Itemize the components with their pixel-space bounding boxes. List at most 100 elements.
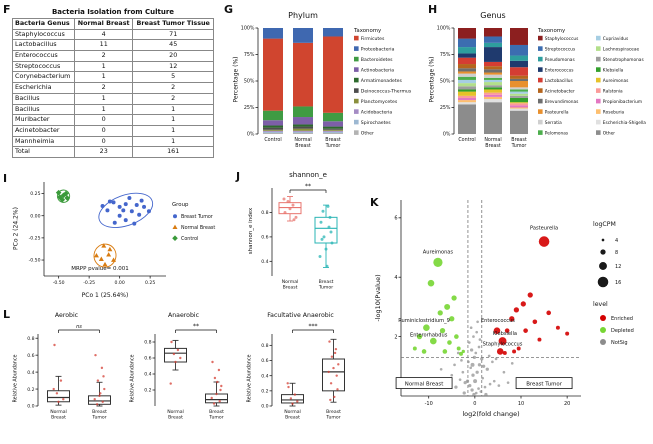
bar-segment [510,44,528,56]
bar-segment [458,83,476,87]
jitter-point [59,379,63,382]
legend-title: level [593,301,608,308]
svg-text:Staphylococcus: Staphylococcus [545,36,579,42]
significance-label: *** [309,323,318,330]
box [205,393,228,404]
svg-text:Roseburia: Roseburia [603,110,625,116]
jitter-point [95,403,99,406]
jitter-point [172,352,176,356]
jitter-point [329,398,332,402]
bar-segment [323,131,343,133]
volcano-point-notsig [510,362,514,365]
volcano-point-notsig [502,370,506,374]
svg-text:75%: 75% [440,52,451,58]
jitter-point [335,374,338,377]
bar-segment [263,125,283,128]
jitter-point [210,396,213,400]
jitter-point [288,207,292,211]
volcano-point-depleted [439,328,446,334]
bar-segment [510,105,528,108]
scatter-point [127,195,132,200]
scatter-point [172,224,178,229]
volcano-point-notsig [479,390,483,393]
scatter-point [112,220,117,225]
svg-text:Pasteurella: Pasteurella [545,110,569,116]
volcano-point-depleted [459,351,463,356]
svg-text:Pseudomonas: Pseudomonas [545,57,576,63]
volcano-point-notsig [458,378,462,381]
volcano-point-enriched [538,236,550,247]
svg-text:Pelomonas: Pelomonas [545,131,569,137]
points [412,236,570,397]
jitter-point [212,402,216,405]
scatter-point [100,203,105,208]
svg-text:25%: 25% [244,105,255,111]
svg-text:Other: Other [361,131,374,137]
svg-text:Control: Control [181,236,198,242]
svg-text:Lactobacillus: Lactobacillus [545,78,574,84]
volcano-point-enriched [502,350,507,355]
legend-swatch [538,77,543,83]
boxes [164,339,228,407]
legend-level-swatch [600,315,606,321]
volcano-point-enriched [496,348,504,355]
volcano-point-notsig [475,330,479,334]
svg-text:75%: 75% [244,52,255,58]
significance-label: ** [305,183,311,190]
bar-segment [458,76,476,80]
panel-letter-F: F [3,3,11,16]
table-cell: 1 [74,60,134,73]
volcano-point-enriched [512,349,517,354]
legend-swatch [354,98,359,104]
boxes [278,196,338,268]
jitter-point [322,235,326,239]
jitter-point [333,395,336,399]
volcano-point-enriched [513,307,520,313]
significance: ** [289,183,327,193]
volcano-point-enriched [509,316,515,322]
svg-text:25%: 25% [440,105,451,111]
svg-text:Klebsiella: Klebsiella [603,68,624,74]
volcano-point-notsig [462,391,466,395]
svg-text:2: 2 [394,334,397,340]
bar-segment [458,79,476,84]
svg-text:0.6: 0.6 [261,235,268,241]
bar-segment [323,132,343,134]
bar-segment [293,130,313,132]
group-box [515,377,573,390]
svg-text:0.4: 0.4 [261,373,268,379]
scatter-point [137,212,142,217]
svg-text:0%: 0% [247,132,255,138]
table-cell: Escherichia [11,82,76,94]
jitter-point [213,376,217,380]
group-box [395,377,453,390]
svg-text:Serratia: Serratia [545,120,562,126]
volcano-point-notsig [494,357,498,361]
scatter-point [132,221,137,226]
jitter-point [327,370,330,374]
table-cell: Total [11,146,76,158]
bar-segment [323,121,343,127]
legend-size-swatch [597,276,609,288]
scatter-point [107,199,112,204]
significance: ** [175,323,217,333]
volcano-point-depleted [442,349,448,354]
table-cell: 11 [74,39,134,52]
volcano-point-depleted [461,349,465,354]
legend-swatch [354,109,359,114]
svg-text:12: 12 [615,264,621,270]
legend-title: Taxonomy [353,28,382,34]
table-cell: 2 [74,82,134,94]
aerobic-title: Aerobic [54,312,79,319]
bar-segment [484,92,502,95]
svg-text:Normal Breast: Normal Breast [405,382,444,388]
svg-text:16: 16 [615,280,621,286]
